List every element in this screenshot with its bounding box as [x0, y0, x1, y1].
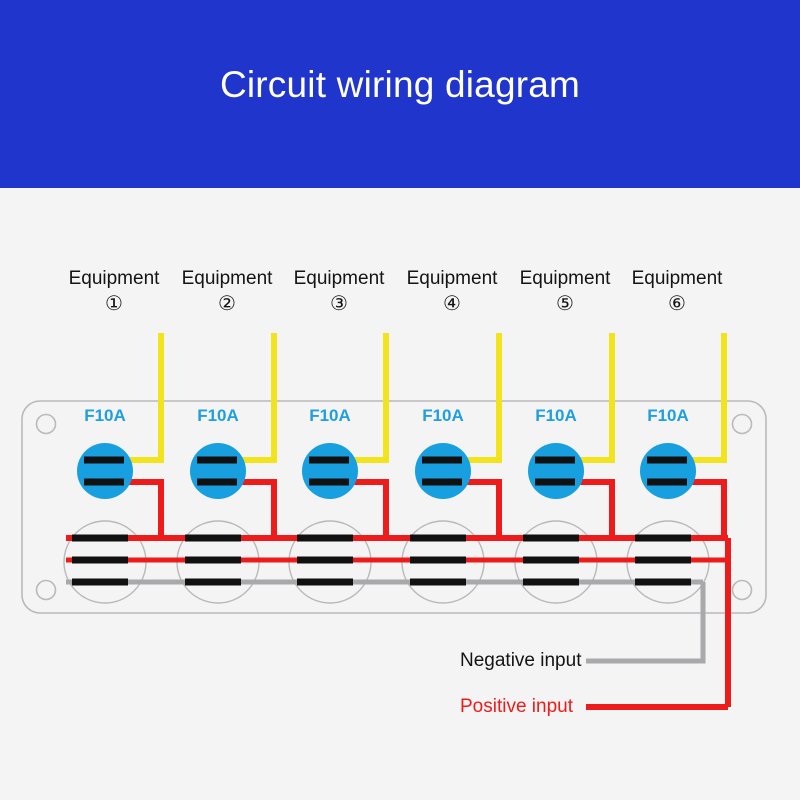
- fuse-label-4: F10A: [422, 406, 464, 425]
- switch-body-3[interactable]: [302, 443, 358, 499]
- header-banner: Circuit wiring diagram: [0, 0, 800, 188]
- equipment-label-2-number: ②: [218, 293, 236, 315]
- positive-input-label: Positive input: [460, 696, 574, 717]
- diagram-canvas: Equipment ① Equipment ② Equipment ③ Equi…: [0, 188, 800, 800]
- equipment-label-5: Equipment ⑤: [505, 266, 625, 317]
- switch-body-1[interactable]: [77, 443, 133, 499]
- equipment-label-6: Equipment ⑥: [617, 266, 737, 317]
- fuse-label-2: F10A: [197, 406, 239, 425]
- negative-input-label: Negative input: [460, 650, 582, 671]
- mounting-hole-top-right: [731, 413, 753, 435]
- equipment-label-2: Equipment ②: [167, 266, 287, 317]
- switch-terminals: [84, 456, 687, 486]
- page-title: Circuit wiring diagram: [219, 64, 581, 105]
- switch-body-2[interactable]: [190, 443, 246, 499]
- equipment-label-5-name: Equipment: [519, 268, 611, 289]
- switch-body-4[interactable]: [415, 443, 471, 499]
- equipment-label-2-name: Equipment: [181, 268, 273, 289]
- equipment-label-1-number: ①: [105, 293, 123, 315]
- equipment-label-5-number: ⑤: [556, 293, 574, 315]
- fuse-label-3: F10A: [309, 406, 351, 425]
- equipment-label-4-number: ④: [443, 293, 461, 315]
- equipment-label-4-name: Equipment: [406, 268, 498, 289]
- equipment-label-3-number: ③: [330, 293, 348, 315]
- equipment-label-6-number: ⑥: [668, 293, 686, 315]
- negative-input-lead: [586, 582, 706, 664]
- socket-terminals: [72, 534, 691, 586]
- equipment-label-4: Equipment ④: [392, 266, 512, 317]
- equipment-label-1-name: Equipment: [68, 268, 160, 289]
- wiring-svg: [21, 333, 767, 710]
- fuse-label-6: F10A: [647, 406, 689, 425]
- equipment-label-6-name: Equipment: [631, 268, 723, 289]
- mounting-hole-bottom-left: [35, 579, 57, 601]
- switch-body-6[interactable]: [640, 443, 696, 499]
- equipment-label-3-name: Equipment: [293, 268, 385, 289]
- equipment-label-1: Equipment ①: [54, 266, 174, 317]
- switch-body-5[interactable]: [528, 443, 584, 499]
- fuse-label-5: F10A: [535, 406, 577, 425]
- equipment-label-3: Equipment ③: [279, 266, 399, 317]
- fuse-label-1: F10A: [84, 406, 126, 425]
- mounting-hole-top-left: [35, 413, 57, 435]
- mounting-hole-bottom-right: [731, 579, 753, 601]
